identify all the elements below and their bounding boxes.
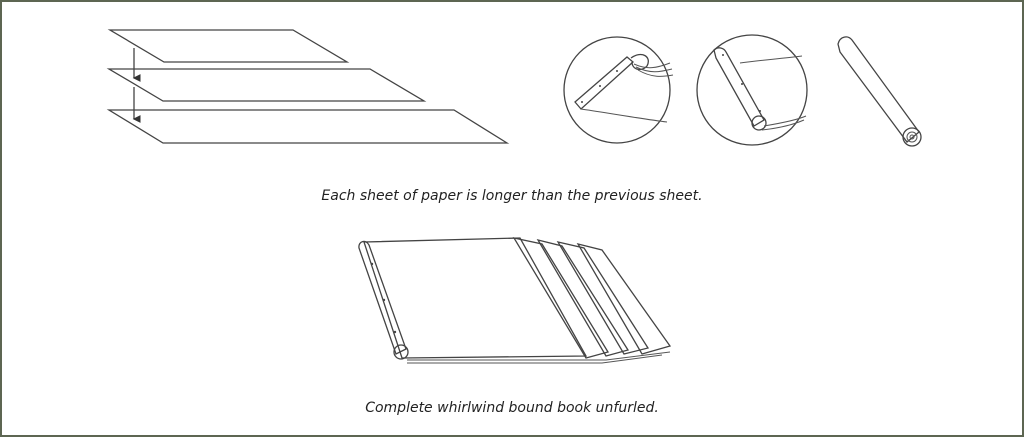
caption-top: Each sheet of paper is longer than the p…: [321, 188, 703, 204]
sheet-3: [106, 109, 510, 144]
unfurled-book: [358, 237, 672, 364]
caption-bottom: Complete whirlwind bound book unfurled.: [365, 400, 659, 416]
stacked-sheets: [106, 29, 510, 144]
sheet-2: [106, 68, 427, 102]
rolling-step-2: [696, 34, 808, 146]
rolled-scroll: [837, 36, 922, 147]
sheet-1: [107, 29, 350, 63]
rolling-step-1: [563, 36, 674, 144]
